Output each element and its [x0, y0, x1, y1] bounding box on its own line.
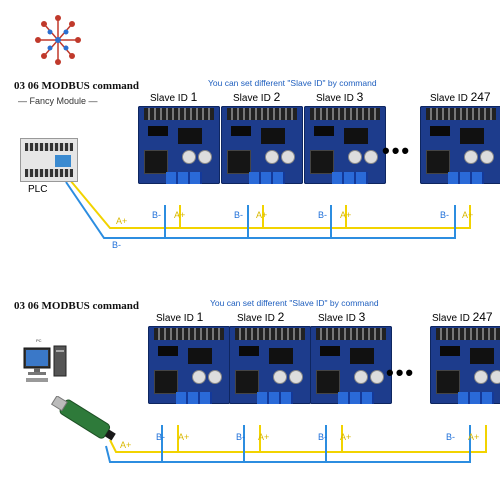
top-module-2	[221, 106, 303, 184]
bottom-term-a-2: A+	[258, 432, 270, 442]
top-panel-subtitle: You can set different "Slave ID" by comm…	[208, 78, 377, 88]
top-wire-b	[65, 181, 456, 239]
bottom-term-b-2: B-	[236, 432, 245, 442]
slave-prefix: Slave ID	[150, 93, 191, 104]
slave-id: 247	[470, 90, 491, 104]
top-module-247	[420, 106, 500, 184]
bottom-module-3	[310, 326, 392, 404]
slave-id: 247	[472, 310, 493, 324]
bottom-term-b-4: B-	[446, 432, 455, 442]
slave-id: 2	[277, 310, 285, 324]
bottom-term-b-1: B-	[156, 432, 165, 442]
bottom-module-2	[229, 326, 311, 404]
bottom-ellipsis: •••	[386, 360, 416, 385]
computer-icon	[23, 345, 67, 382]
bottom-slave-label-2: Slave ID 2	[237, 310, 284, 324]
slave-prefix: Slave ID	[156, 313, 197, 324]
top-term-b-1: B-	[152, 210, 161, 220]
bottom-term-a-label: A+	[120, 440, 132, 450]
slave-prefix: Slave ID	[316, 93, 357, 104]
top-module-1	[138, 106, 220, 184]
bottom-term-a-1: A+	[178, 432, 190, 442]
bottom-slave-label-3: Slave ID 3	[318, 310, 365, 324]
slave-prefix: Slave ID	[318, 313, 359, 324]
bottom-term-a-3: A+	[340, 432, 352, 442]
slave-id: 3	[356, 90, 364, 104]
top-term-a-3: A+	[340, 210, 352, 220]
bottom-term-a-4: A+	[468, 432, 480, 442]
slave-id: 1	[196, 310, 204, 324]
slave-prefix: Slave ID	[432, 313, 473, 324]
bottom-term-b-3: B-	[318, 432, 327, 442]
top-slave-label-3: Slave ID 3	[316, 90, 363, 104]
plc-device	[20, 138, 78, 182]
top-wire-a	[69, 179, 471, 229]
logo-text: Fancy Module	[29, 96, 87, 106]
slave-id: 1	[190, 90, 198, 104]
top-panel-title: 03 06 MODBUS command	[14, 80, 139, 92]
top-term-b-2: B-	[234, 210, 243, 220]
top-term-b-3: B-	[318, 210, 327, 220]
bottom-slave-label-4: Slave ID 247	[432, 310, 493, 324]
plc-label: PLC	[28, 184, 48, 195]
slave-prefix: Slave ID	[430, 93, 471, 104]
bottom-wire-a	[109, 425, 487, 453]
top-module-3	[304, 106, 386, 184]
pc-device	[22, 344, 68, 384]
top-term-b-4: B-	[440, 210, 449, 220]
top-term-a-1: A+	[174, 210, 186, 220]
top-bus-wires	[65, 179, 471, 239]
top-wire-a-label: A+	[116, 216, 128, 226]
top-term-a-4: A+	[462, 210, 474, 220]
bottom-module-247	[430, 326, 500, 404]
usb-adapter-icon	[50, 395, 116, 441]
usb-rs485-adapter	[46, 395, 126, 446]
fancy-module-logo	[28, 10, 88, 70]
slave-id: 3	[358, 310, 366, 324]
top-slave-label-1: Slave ID 1	[150, 90, 197, 104]
top-slave-label-2: Slave ID 2	[233, 90, 280, 104]
slave-prefix: Slave ID	[233, 93, 274, 104]
bottom-bus-wires	[105, 425, 487, 463]
logo-caption: — Fancy Module —	[18, 96, 98, 106]
top-term-a-2: A+	[256, 210, 268, 220]
bottom-slave-label-1: Slave ID 1	[156, 310, 203, 324]
slave-id: 2	[273, 90, 281, 104]
top-wire-b-label: B-	[112, 240, 121, 250]
bottom-panel-title: 03 06 MODBUS command	[14, 300, 139, 312]
circuit-brain-icon	[35, 15, 81, 65]
top-slave-label-4: Slave ID 247	[430, 90, 491, 104]
bottom-module-1	[148, 326, 230, 404]
pc-label: PC	[36, 338, 42, 343]
top-ellipsis: •••	[382, 138, 412, 163]
bottom-panel-subtitle: You can set different "Slave ID" by comm…	[210, 298, 379, 308]
bottom-wire-b	[105, 425, 471, 463]
slave-prefix: Slave ID	[237, 313, 278, 324]
